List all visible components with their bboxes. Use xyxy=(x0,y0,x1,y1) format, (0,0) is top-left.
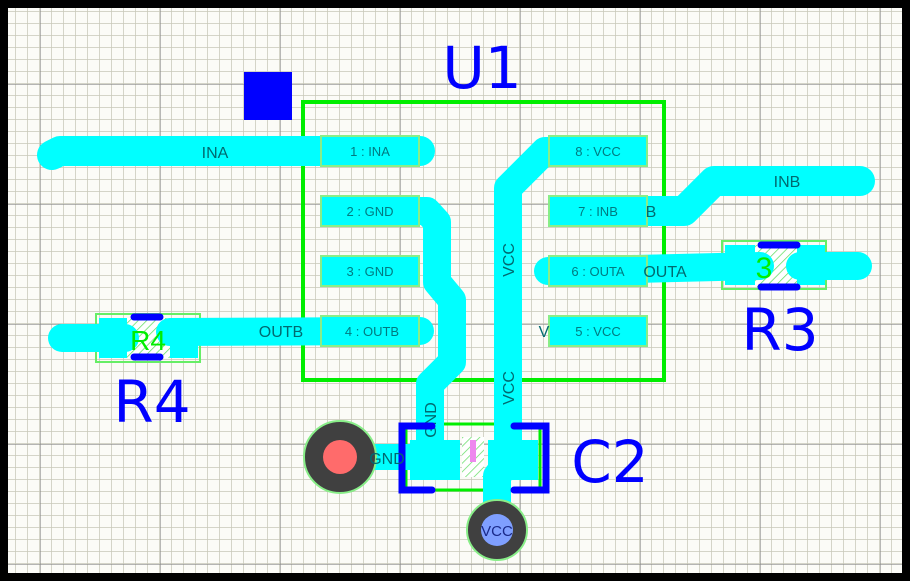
via-vcc[interactable]: VCC xyxy=(466,499,528,561)
pad-1[interactable] xyxy=(320,135,420,167)
c2-silk xyxy=(398,422,550,494)
r4-footprint-label: R4 xyxy=(130,325,166,356)
pad-1-label: 1 : INA xyxy=(350,144,390,159)
silkscreen xyxy=(130,241,801,494)
c2-pad-2[interactable] xyxy=(488,440,538,480)
r3-silk xyxy=(757,241,801,291)
pad-8[interactable] xyxy=(548,135,648,167)
via-gnd-label: GND xyxy=(369,451,405,468)
passive-pads[interactable] xyxy=(99,245,825,480)
u1-outline xyxy=(301,100,666,382)
pad-5[interactable] xyxy=(548,315,648,347)
net-v-label: V xyxy=(539,324,550,341)
c2-designator: C2 xyxy=(571,428,648,496)
r3-pad-1[interactable] xyxy=(725,245,755,285)
r4-designator: R4 xyxy=(113,368,190,436)
net-outa-label: OUTA xyxy=(643,264,687,281)
net-vcc-label-2: VCC xyxy=(501,371,518,405)
trace-vcc[interactable] xyxy=(483,137,559,530)
c2-polarity-mark xyxy=(470,440,476,462)
pin1-marker xyxy=(244,72,292,120)
pad-2[interactable] xyxy=(320,195,420,227)
pad-8-label: 8 : VCC xyxy=(575,144,621,159)
net-ina-label: INA xyxy=(202,145,229,162)
pad-6-label: 6 : OUTA xyxy=(571,264,625,279)
via-gnd-hole xyxy=(323,440,357,474)
r4-pad-2[interactable] xyxy=(170,318,198,358)
r3-designator: R3 xyxy=(741,296,818,364)
r3-pad-2[interactable] xyxy=(797,245,825,285)
trace-ina[interactable] xyxy=(37,136,435,170)
pad-4[interactable] xyxy=(320,315,420,347)
via-vcc-hole xyxy=(481,514,513,546)
net-outb-label: OUTB xyxy=(259,324,303,341)
net-inb-label: INB xyxy=(774,174,801,191)
net-vcc-label-1: VCC xyxy=(501,243,518,277)
r3-footprint-label: 3 xyxy=(756,252,773,285)
c2-pad-1[interactable] xyxy=(410,440,460,480)
pad-6[interactable] xyxy=(548,255,648,287)
u1-designator: U1 xyxy=(442,34,521,102)
r4-silk xyxy=(130,313,164,361)
pad-5-label: 5 : VCC xyxy=(575,324,621,339)
pad-3[interactable] xyxy=(320,255,420,287)
pad-4-label: 4 : OUTB xyxy=(345,324,399,339)
pad-7[interactable] xyxy=(548,195,648,227)
net-b-label: B xyxy=(646,204,657,221)
pad-2-label: 2 : GND xyxy=(347,204,394,219)
via-gnd[interactable]: GND xyxy=(303,420,405,494)
via-vcc-label: VCC xyxy=(481,523,513,540)
r4-pad-1[interactable] xyxy=(99,318,127,358)
trace-gnd[interactable] xyxy=(413,197,466,462)
u1-pads[interactable] xyxy=(320,135,648,347)
trace-inb[interactable] xyxy=(633,166,875,226)
net-gnd-label: GND xyxy=(423,402,440,438)
pad-7-label: 7 : INB xyxy=(578,204,618,219)
pad-3-label: 3 : GND xyxy=(347,264,394,279)
